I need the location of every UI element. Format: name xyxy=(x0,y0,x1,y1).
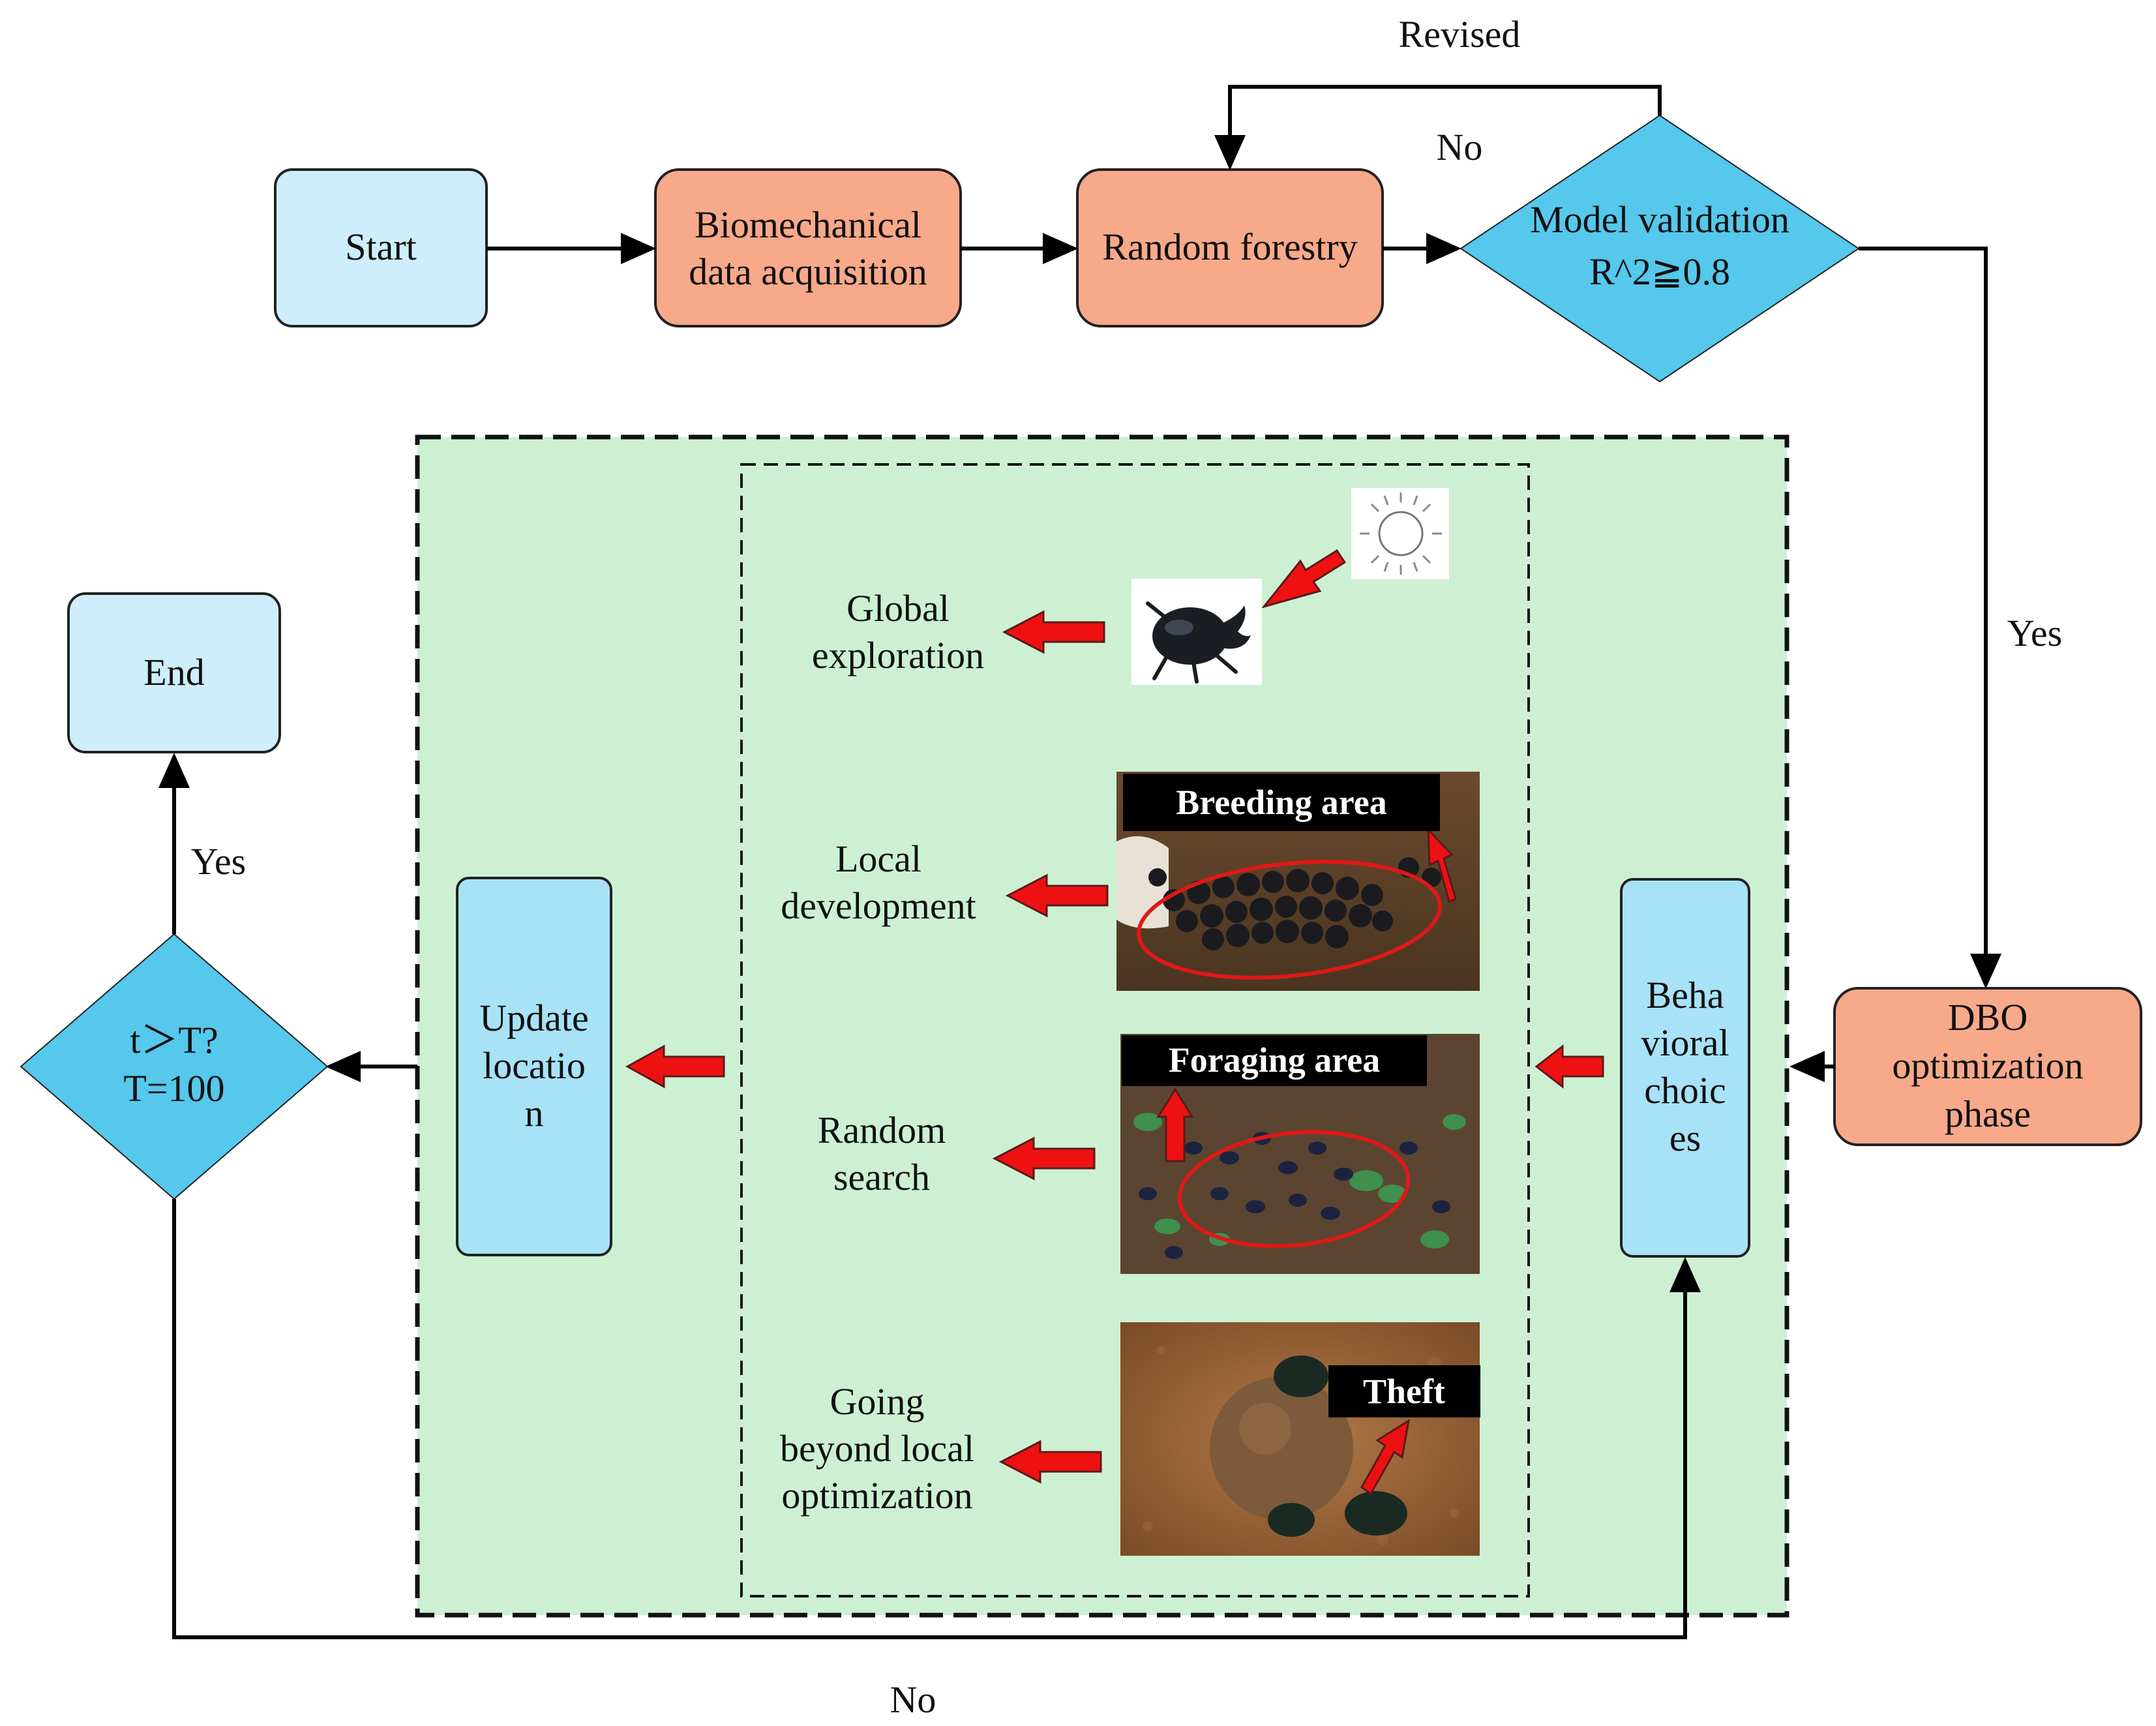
behavioral-choices-node: Beha vioral choic es xyxy=(1620,878,1750,1258)
red-arrow-foraging xyxy=(1156,1087,1194,1162)
termination-label-line2: T=100 xyxy=(123,1067,224,1110)
dbo-label-line1: DBO xyxy=(1948,996,2028,1038)
arrow-validation-to-dbo xyxy=(1859,247,2001,989)
termination-label-line1: t＞T? xyxy=(130,1019,218,1061)
behavior-global-exploration: Global exploration xyxy=(812,587,1105,676)
model-validation-decision: Model validation R^2≧0.8 xyxy=(1460,114,1860,383)
data-acquisition-node: Biomechanical data acquisition xyxy=(654,168,962,327)
local-label-line1: Local xyxy=(835,838,921,880)
data-acquisition-label-line2: data acquisition xyxy=(689,250,927,293)
no-label-bottom: No xyxy=(890,1678,936,1721)
random-forest-node: Random forestry xyxy=(1076,168,1384,327)
dbo-phase-node: DBO optimization phase xyxy=(1833,987,2142,1146)
update-label-line3: n xyxy=(525,1092,544,1134)
behavioral-label-line3: choic xyxy=(1644,1069,1726,1112)
update-location-node: Update locatio n xyxy=(456,877,612,1256)
global-label-line2: exploration xyxy=(812,634,984,676)
theft-photo: Theft xyxy=(1120,1322,1480,1556)
red-arrow-into-update xyxy=(625,1044,725,1089)
red-arrow-into-behaviors xyxy=(1535,1044,1604,1089)
yes-label-right: Yes xyxy=(2007,612,2062,654)
random-label-line1: Random xyxy=(818,1109,946,1151)
dbo-process-panel xyxy=(415,434,1789,1618)
update-label-line2: locatio xyxy=(483,1044,586,1087)
model-validation-label-line1: Model validation xyxy=(1530,198,1789,241)
red-arrow-local xyxy=(1005,873,1109,918)
end-node: End xyxy=(67,592,281,753)
beyond-label-line2: beyond local xyxy=(780,1427,974,1470)
foraging-area-photo: Foraging area xyxy=(1120,1034,1480,1274)
breeding-area-label: Breeding area xyxy=(1176,783,1386,822)
red-arrow-beyond xyxy=(998,1440,1102,1484)
beyond-label-line3: optimization xyxy=(781,1474,972,1517)
red-arrow-global xyxy=(1002,610,1105,654)
dbo-label-line2: optimization xyxy=(1892,1044,2083,1087)
arrow-revised-loop xyxy=(1214,85,1662,170)
red-arrow-theft xyxy=(1360,1418,1411,1496)
red-arrow-sun-to-beetle xyxy=(1261,549,1347,609)
behavior-beyond-local: Going beyond local optimization xyxy=(780,1380,1102,1517)
termination-decision: t＞T? T=100 xyxy=(20,933,329,1200)
beyond-label-line1: Going xyxy=(830,1380,925,1423)
theft-label: Theft xyxy=(1363,1372,1445,1411)
behavioral-label-line1: Beha xyxy=(1646,974,1724,1016)
behavioral-label-line4: es xyxy=(1669,1117,1701,1159)
local-label-line2: development xyxy=(781,885,976,927)
random-forest-label: Random forestry xyxy=(1102,226,1357,268)
sun-icon xyxy=(1351,488,1449,579)
arrow-no-loop-back xyxy=(172,1199,1701,1639)
foraging-area-label: Foraging area xyxy=(1169,1040,1380,1080)
dbo-label-line3: phase xyxy=(1945,1093,2031,1135)
behavior-strategies-frame xyxy=(740,463,1530,1597)
data-acquisition-label-line1: Biomechanical xyxy=(695,204,921,246)
revised-label: Revised xyxy=(1399,13,1521,55)
behavior-local-development: Local development xyxy=(781,838,1109,927)
global-label-line1: Global xyxy=(846,587,950,629)
red-arrow-random xyxy=(992,1136,1096,1181)
behavioral-label-line2: vioral xyxy=(1641,1022,1729,1064)
model-validation-label-line2: R^2≧0.8 xyxy=(1589,250,1730,293)
random-label-line2: search xyxy=(833,1156,930,1198)
update-label-line1: Update xyxy=(479,997,589,1039)
dung-beetle-icon xyxy=(1131,579,1262,685)
no-label-top: No xyxy=(1437,126,1483,168)
breeding-area-photo: Breeding area xyxy=(1116,772,1480,991)
yes-label-left: Yes xyxy=(191,840,246,883)
start-node: Start xyxy=(274,168,488,327)
start-label: Start xyxy=(345,226,417,268)
behavior-random-search: Random search xyxy=(818,1109,1096,1198)
red-arrow-breeding xyxy=(1427,827,1457,903)
end-label: End xyxy=(143,651,204,693)
